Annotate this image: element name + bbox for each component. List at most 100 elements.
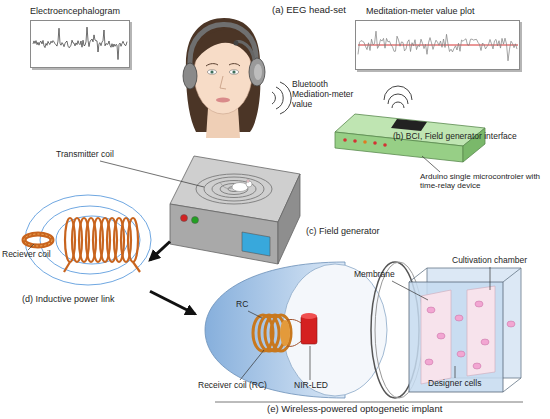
implant-outline: [195, 258, 525, 418]
cell: [427, 307, 435, 313]
indicator-led: [353, 139, 357, 143]
chamber-edge: [503, 268, 521, 282]
box-front: [170, 204, 278, 264]
eyebrow: [229, 64, 240, 66]
cell: [507, 321, 515, 327]
spiral-coil: [196, 174, 272, 204]
mouse: [220, 180, 252, 192]
field-generator-outline: [170, 150, 302, 272]
wave-arc: [276, 87, 283, 109]
cell: [437, 333, 445, 339]
membrane-panel: [467, 286, 495, 376]
field-generator-box: (c) Field generator: [170, 150, 302, 272]
red-button: [181, 215, 188, 222]
transmitter-helix: [64, 218, 140, 272]
coil-turn: [128, 218, 138, 262]
eeg-waveform: [33, 27, 127, 60]
ear-cup: [183, 63, 197, 89]
designer-cells: [425, 301, 515, 369]
node-title: Meditation-meter value plot: [366, 6, 526, 16]
mouse-tail: [220, 182, 232, 189]
fringe: [195, 30, 252, 62]
coil-turn: [271, 315, 291, 351]
cell: [425, 359, 433, 365]
indicator-led: [363, 140, 367, 144]
part-label: Reciever coil: [2, 250, 64, 260]
indicator-led: [383, 143, 387, 147]
field-line: [25, 195, 151, 285]
wave-arc: [388, 94, 408, 104]
wave-arc: [280, 82, 291, 114]
eeg-plot-box: Electroencephalogram: [30, 20, 130, 68]
part-label: Receiver coil (RC): [198, 381, 290, 391]
coil-ring: [196, 174, 272, 204]
microcontroller-chip: [391, 119, 427, 131]
cell: [455, 315, 463, 321]
mouse-body: [232, 183, 248, 192]
coil-lead: [133, 262, 140, 272]
headband: [190, 24, 256, 64]
part-label: Transmitter coil: [56, 150, 136, 160]
part-label: (a) EEG head-set: [272, 5, 382, 16]
indicator-led: [373, 141, 377, 145]
chamber-edge: [409, 268, 427, 282]
field-line: [56, 216, 128, 264]
part-label: Designer cells: [428, 379, 508, 389]
node-title: (d) Inductive power link: [22, 294, 162, 304]
receiver-toroid: [24, 234, 52, 246]
wire: [287, 319, 303, 324]
wave-arc: [392, 102, 404, 108]
lips: [216, 98, 230, 103]
node-title: (b) BCI, Field generator interface: [393, 132, 549, 142]
eye: [208, 70, 217, 74]
pupil: [210, 70, 213, 73]
node-title: (c) Field generator: [306, 226, 401, 236]
nir-led: [301, 316, 317, 344]
inductive-link-illustration: [24, 195, 151, 285]
eye: [230, 70, 239, 74]
eyebrow: [206, 64, 218, 66]
indicator-led: [343, 138, 347, 142]
part-label: NIR-LED: [294, 381, 344, 391]
field-line: [40, 206, 140, 274]
pupil: [232, 70, 235, 73]
toroid-winding: [24, 234, 52, 246]
part-label: Membrane: [354, 270, 414, 280]
sensor-arm: [236, 42, 254, 60]
ear-cup-inner: [254, 64, 262, 80]
coil-ring: [212, 181, 256, 198]
signal-label: Bluetooth Mediation-meter value: [292, 80, 366, 109]
inductive-link-group: (d) Inductive power link: [10, 185, 150, 310]
coil-ring: [220, 184, 248, 195]
nose: [220, 76, 226, 89]
coil-lead: [64, 262, 70, 272]
box-side: [278, 174, 300, 264]
green-button: [192, 217, 199, 224]
led-top: [301, 313, 317, 319]
ear-cup: [249, 58, 265, 86]
part-label: Arduino single microcontroler with time-…: [420, 172, 550, 190]
node-title: Electroencephalogram: [30, 6, 155, 16]
wave-arc: [384, 86, 412, 100]
head-illustration: [183, 18, 265, 138]
part-label: RC: [236, 300, 258, 310]
flow-arrow: [150, 291, 195, 314]
cell: [457, 351, 465, 357]
chamber-edge: [503, 378, 521, 392]
coil-ring: [204, 177, 264, 201]
coil-core: [280, 320, 290, 346]
mouse-ear: [247, 180, 250, 183]
wire: [287, 340, 303, 346]
bci-interface-box: (b) BCI, Field generator interface: [335, 112, 485, 170]
chamber-front: [409, 282, 503, 392]
display-screen: [242, 232, 270, 256]
cell: [475, 301, 483, 307]
receiver-coil: [253, 315, 291, 351]
flow-arrow: [150, 242, 170, 261]
membrane-panel: [421, 290, 451, 384]
implant-group: (e) Wireless-powered optogenetic implant: [195, 258, 525, 418]
meditation-plot-box: Meditation-meter value plot: [355, 20, 520, 70]
eeg-sensor: [234, 41, 239, 46]
node-title: (e) Wireless-powered optogenetic implant: [267, 404, 517, 415]
